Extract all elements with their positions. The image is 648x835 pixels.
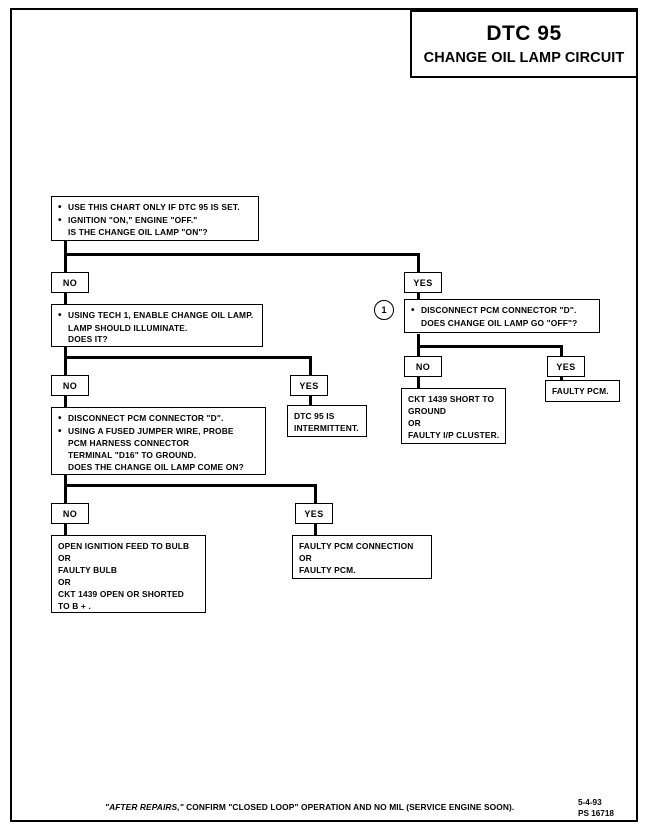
bullet-icon: •: [58, 202, 62, 213]
connector-split-right: [417, 345, 563, 348]
rdisc-bullet-1: DISCONNECT PCM CONNECTOR "D".: [421, 305, 577, 315]
tech1-line-3: DOES IT?: [68, 334, 108, 345]
connector-to-no-2: [64, 356, 67, 376]
ckt-short-line-1: CKT 1439 SHORT TO: [408, 394, 495, 404]
connector-to-yes-3: [314, 484, 317, 504]
answer-yes-level3: YES: [295, 503, 333, 524]
connector-split-1: [64, 253, 420, 256]
connector-yes1-down: [417, 293, 420, 303]
connector-split-2: [64, 356, 312, 359]
connector-to-yes-1: [417, 253, 420, 273]
faulty-pcm-line-1: FAULTY PCM.: [552, 386, 609, 396]
title-block: DTC 95 CHANGE OIL LAMP CIRCUIT: [410, 10, 638, 78]
open-feed-line-6: TO B + .: [58, 600, 91, 611]
bullet-icon: •: [411, 305, 415, 316]
start-bullet-2-cont: IS THE CHANGE OIL LAMP "ON"?: [68, 227, 208, 237]
dtc-code: DTC 95: [486, 22, 562, 45]
rdisc-line-2: DOES CHANGE OIL LAMP GO "OFF"?: [421, 317, 578, 328]
answer-yes-level2: YES: [290, 375, 328, 396]
connector-tech1-down: [64, 345, 67, 359]
dtc-name: CHANGE OIL LAMP CIRCUIT: [423, 50, 625, 67]
connector-no2-down: [64, 396, 67, 408]
connector-rno-down: [417, 377, 420, 389]
footer-note-rest: CONFIRM "CLOSED LOOP" OPERATION AND NO M…: [183, 802, 515, 812]
connector-start-down: [64, 240, 67, 256]
footer-date: 5-4-93: [578, 798, 602, 807]
connector-jumper-down: [64, 473, 67, 487]
faulty-conn-line-1: FAULTY PCM CONNECTION: [299, 541, 414, 551]
bullet-icon: •: [58, 425, 62, 437]
footer-note-italic: "AFTER REPAIRS,": [105, 802, 184, 812]
open-feed-line-5: CKT 1439 OPEN OR SHORTED: [58, 588, 184, 599]
connector-to-yes-2: [309, 356, 312, 376]
connector-to-no-1: [64, 253, 67, 273]
ckt-short-line-4: FAULTY I/P CLUSTER.: [408, 429, 500, 440]
connector-no3-down: [64, 524, 67, 536]
faulty-conn-line-3: FAULTY PCM.: [299, 564, 356, 575]
page-border: [10, 8, 638, 822]
open-feed-line-2: OR: [58, 552, 71, 563]
open-feed-line-3: FAULTY BULB: [58, 564, 118, 575]
ckt-short-line-2: GROUND: [408, 405, 447, 416]
node-faulty-pcm-connection: FAULTY PCM CONNECTION OR FAULTY PCM.: [292, 535, 432, 579]
answer-yes-level1: YES: [404, 272, 442, 293]
start-bullet-2: IGNITION "ON," ENGINE "OFF.": [68, 214, 198, 225]
intermittent-line-2: INTERMITTENT.: [294, 422, 359, 433]
footer-document-code: 5-4-93 PS 16718: [578, 798, 614, 819]
open-feed-line-1: OPEN IGNITION FEED TO BULB: [58, 541, 190, 551]
bullet-icon: •: [58, 413, 62, 424]
footer-note: "AFTER REPAIRS," CONFIRM "CLOSED LOOP" O…: [105, 802, 514, 812]
connector-yes2-down: [309, 396, 312, 406]
node-jumper-wire-test: • DISCONNECT PCM CONNECTOR "D". • USING …: [51, 407, 266, 475]
connector-to-no-right: [417, 345, 420, 356]
jumper-line-4: TERMINAL "D16" TO GROUND.: [68, 449, 197, 460]
bullet-icon: •: [58, 310, 62, 321]
node-dtc-intermittent: DTC 95 IS INTERMITTENT.: [287, 405, 367, 437]
jumper-line-3: PCM HARNESS CONNECTOR: [68, 438, 190, 448]
connector-rdisc-down: [417, 334, 420, 348]
node-start: • USE THIS CHART ONLY IF DTC 95 IS SET. …: [51, 196, 259, 241]
node-ckt-short-to-ground: CKT 1439 SHORT TO GROUND OR FAULTY I/P C…: [401, 388, 506, 444]
node-faulty-pcm: FAULTY PCM.: [545, 380, 620, 402]
faulty-conn-line-2: OR: [299, 552, 312, 563]
connector-to-yes-right: [560, 345, 563, 356]
footer-doc-id: PS 16718: [578, 808, 614, 818]
jumper-line-5: DOES THE CHANGE OIL LAMP COME ON?: [68, 461, 244, 472]
ckt-short-line-3: OR: [408, 417, 421, 428]
answer-no-level3: NO: [51, 503, 89, 524]
node-open-ignition-feed: OPEN IGNITION FEED TO BULB OR FAULTY BUL…: [51, 535, 206, 613]
answer-yes-right: YES: [547, 356, 585, 377]
connector-yes3-down: [314, 524, 317, 536]
answer-no-level2: NO: [51, 375, 89, 396]
open-feed-line-4: OR: [58, 576, 71, 587]
answer-no-level1: NO: [51, 272, 89, 293]
jumper-bullet-2: USING A FUSED JUMPER WIRE, PROBE: [68, 425, 234, 436]
jumper-bullet-1: DISCONNECT PCM CONNECTOR "D".: [68, 413, 224, 423]
tech1-line-2: LAMP SHOULD ILLUMINATE.: [68, 322, 188, 333]
intermittent-line-1: DTC 95 IS: [294, 411, 335, 421]
reference-marker-1: 1: [374, 300, 394, 320]
tech1-bullet-1: USING TECH 1, ENABLE CHANGE OIL LAMP.: [68, 310, 254, 320]
connector-to-no-3: [64, 484, 67, 504]
bullet-icon: •: [58, 214, 62, 226]
connector-split-3: [64, 484, 317, 487]
node-tech1-test: • USING TECH 1, ENABLE CHANGE OIL LAMP. …: [51, 304, 263, 347]
answer-no-right: NO: [404, 356, 442, 377]
connector-no1-down: [64, 293, 67, 305]
start-bullet-1: USE THIS CHART ONLY IF DTC 95 IS SET.: [68, 202, 240, 212]
node-disconnect-pcm-right: • DISCONNECT PCM CONNECTOR "D". DOES CHA…: [404, 299, 600, 333]
